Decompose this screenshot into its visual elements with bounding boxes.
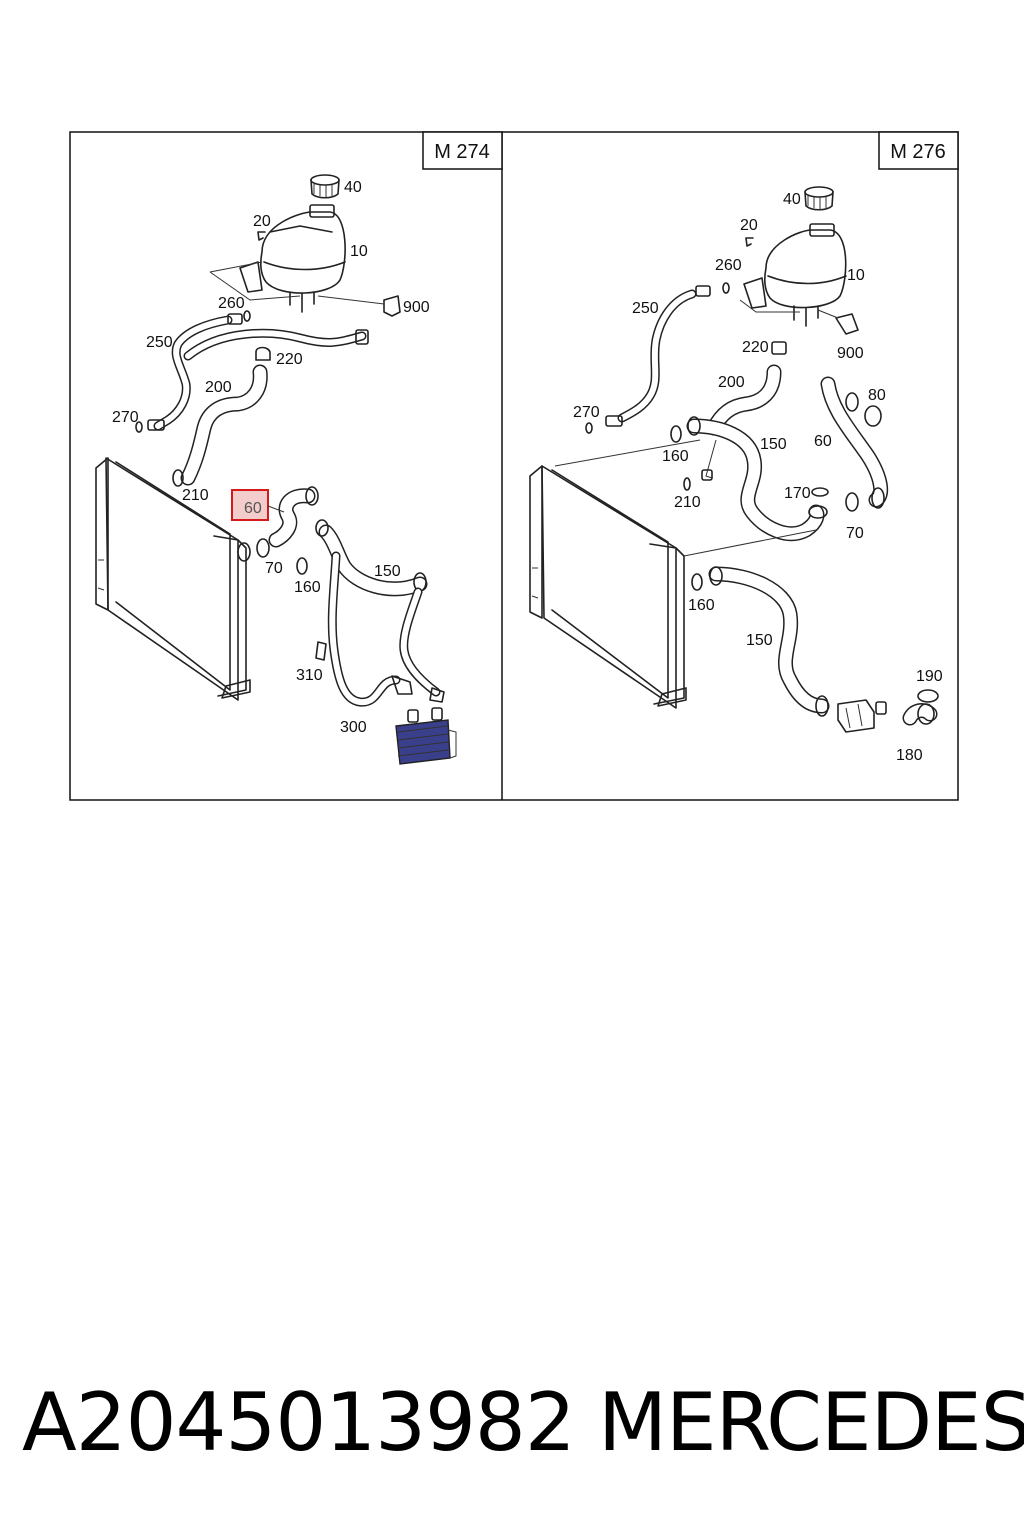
- radiator-m274: [95, 457, 251, 701]
- callout-label: 260: [715, 257, 742, 274]
- panel-m274-title: M 274: [434, 141, 490, 163]
- diagram-frame: [69, 131, 959, 801]
- callout-label: 40: [344, 179, 362, 196]
- callout-label: 210: [182, 487, 209, 504]
- oil-cooler-m274: [395, 707, 457, 765]
- panel-m276-title: M 276: [890, 141, 946, 163]
- highlight-callout-box: [231, 489, 269, 521]
- expansion-tank-m276: [739, 223, 847, 327]
- callout-label: 210: [674, 494, 701, 511]
- callout-label: 60: [814, 433, 832, 450]
- callout-label: 80: [868, 387, 886, 404]
- callout-label: 900: [837, 345, 864, 362]
- callout-label: 200: [205, 379, 232, 396]
- callout-label: 220: [742, 339, 769, 356]
- callout-label: 270: [573, 404, 600, 421]
- callout-label: 170: [784, 485, 811, 502]
- brand-name: MERCEDES: [598, 1376, 1024, 1469]
- callout-label: 200: [718, 374, 745, 391]
- expansion-tank-m274: [209, 204, 346, 313]
- callout-label: 10: [847, 267, 865, 284]
- highlighted-callout-label: 60: [244, 500, 262, 517]
- callout-label: 150: [374, 563, 401, 580]
- cap-m274: [310, 174, 340, 199]
- callout-label: 40: [783, 191, 801, 208]
- callout-label: 20: [740, 217, 758, 234]
- panel-m276-header: M 276: [878, 131, 959, 170]
- radiator-m276: [529, 439, 817, 709]
- callout-label: 250: [146, 334, 173, 351]
- callout-label: 900: [403, 299, 430, 316]
- panel-m274-header: M 274: [422, 131, 503, 170]
- callout-label: 300: [340, 719, 367, 736]
- callout-label: 10: [350, 243, 368, 260]
- callout-label: 270: [112, 409, 139, 426]
- callout-label: 220: [276, 351, 303, 368]
- callout-label: 70: [846, 525, 864, 542]
- callout-label: 180: [896, 747, 923, 764]
- bracket-900-m274: [317, 295, 401, 317]
- callout-label: 160: [294, 579, 321, 596]
- cap-m276: [804, 186, 834, 211]
- callout-label: 150: [746, 632, 773, 649]
- callout-label: 250: [632, 300, 659, 317]
- callout-label: 190: [916, 668, 943, 685]
- part-number: A2045013982: [22, 1376, 576, 1469]
- callout-label: 160: [662, 448, 689, 465]
- callout-label: 310: [296, 667, 323, 684]
- callout-label: 70: [265, 560, 283, 577]
- callout-label: 20: [253, 213, 271, 230]
- callout-label: 160: [688, 597, 715, 614]
- panel-m274-drawing: 40 20 10 260 900 250 220 200 270 210 60 …: [95, 174, 457, 765]
- panel-m276-drawing: 40 20 10 260 250 900 220 200 80 270 60 1…: [529, 186, 943, 764]
- callout-label: 260: [218, 295, 245, 312]
- callout-label: 150: [760, 436, 787, 453]
